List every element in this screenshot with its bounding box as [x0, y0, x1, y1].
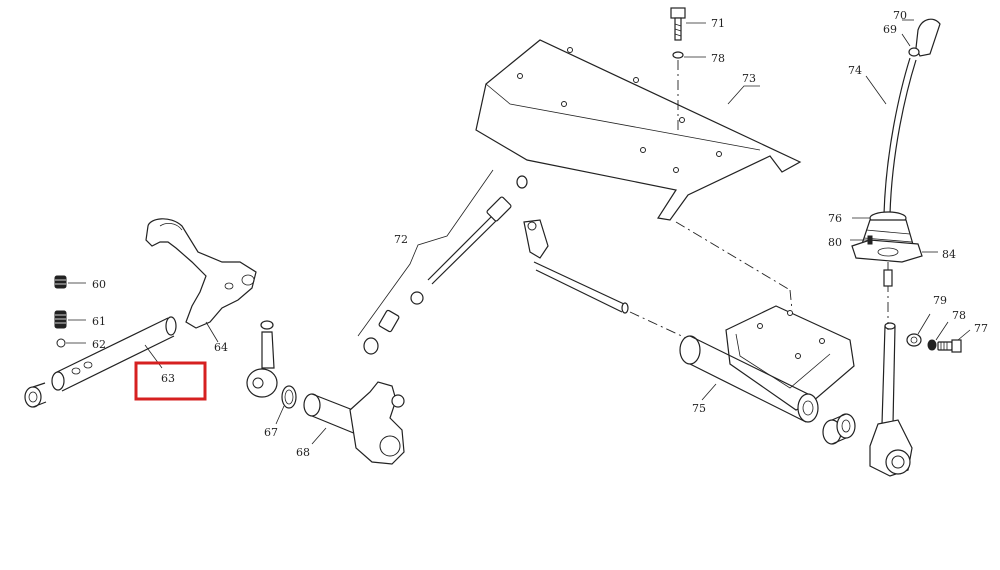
part-69-nut: 69 [883, 23, 920, 57]
part-63-shift-rod: 63 [24, 316, 177, 408]
part-pin [883, 269, 893, 287]
callout-75: 75 [692, 402, 706, 415]
callout-78b: 78 [952, 309, 966, 322]
part-bushing [822, 413, 856, 445]
callout-78a: 78 [711, 52, 725, 65]
part-61-spring: 61 [54, 310, 106, 329]
part-64-shift-fork: 64 [145, 218, 257, 354]
callout-79: 79 [933, 294, 947, 307]
axis-line-plate [675, 221, 791, 291]
axis-line-plate-2 [789, 289, 793, 311]
part-72-linkage-rod: 72 [357, 169, 528, 355]
part-68-lever: 68 [296, 381, 405, 465]
part-78-washer-side: 78 [927, 309, 966, 351]
callout-61: 61 [92, 315, 106, 328]
part-62-ball: 62 [56, 338, 106, 351]
part-60-set-screw: 60 [54, 275, 106, 291]
highlight-box-63 [134, 361, 207, 401]
part-78-washer-top: 78 [672, 51, 725, 65]
part-71-bolt: 71 [670, 7, 725, 41]
callout-60: 60 [92, 278, 106, 291]
part-74-lever: 74 [848, 57, 917, 215]
part-67-washer-arm: 67 [246, 320, 297, 439]
callout-63: 63 [161, 372, 175, 385]
part-80-clip: 80 [828, 235, 873, 249]
part-70-knob: 70 [893, 9, 941, 57]
callout-69: 69 [883, 23, 897, 36]
callout-70: 70 [893, 9, 907, 22]
callout-68: 68 [296, 446, 310, 459]
part-84-base-plate: 84 [851, 239, 956, 263]
callout-62: 62 [92, 338, 106, 351]
callout-77: 77 [974, 322, 988, 335]
callout-74: 74 [848, 64, 862, 77]
part-73-cover-plate: 73 [475, 39, 802, 221]
callout-73: 73 [742, 72, 756, 85]
callout-84: 84 [942, 248, 956, 261]
part-79-nut: 79 [906, 294, 947, 347]
callout-76: 76 [828, 212, 842, 225]
callout-72: 72 [394, 233, 408, 246]
callout-80: 80 [828, 236, 842, 249]
callout-64: 64 [214, 341, 228, 354]
part-shift-selector-arm [523, 219, 629, 314]
part-lower-shift-lever [869, 322, 913, 477]
axis-line-shaft [629, 311, 687, 339]
part-75-bracket: 75 [679, 305, 855, 423]
callout-67: 67 [264, 426, 278, 439]
callout-71: 71 [711, 17, 725, 30]
part-77-bolt: 77 [937, 322, 988, 353]
